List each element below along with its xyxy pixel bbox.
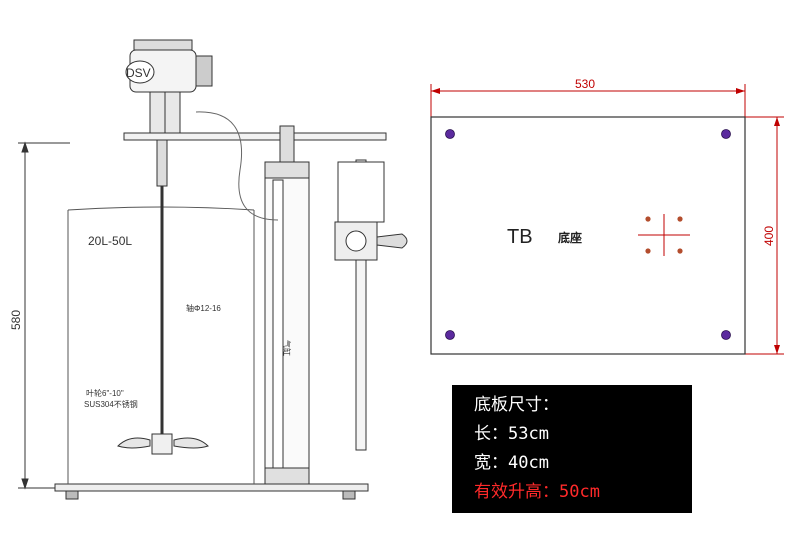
spec-box: 底板尺寸： 长：53cm 宽：40cm 有效升高：50cm	[452, 385, 692, 513]
base-plate-view: 530 400 TB 底座	[430, 77, 784, 355]
paddle-label: 叶轮6"-10"	[86, 388, 124, 398]
spec-title: 底板尺寸：	[474, 395, 559, 415]
height-label: 580	[9, 310, 23, 330]
air-cylinder	[264, 161, 310, 485]
corner-bolt-icon	[445, 129, 731, 340]
guide-rod	[355, 159, 367, 451]
motor-brand-label: DSV	[126, 66, 151, 80]
plate-tb-label: TB	[507, 226, 533, 248]
base-plate	[54, 483, 369, 492]
plate-outline	[430, 116, 746, 355]
control-valve	[334, 221, 408, 261]
air-hose	[195, 111, 279, 221]
shaft	[156, 139, 168, 187]
plate-height-label: 400	[762, 226, 776, 246]
tank-label: 20L-50L	[88, 234, 132, 248]
shaft-label: 轴Φ12-16	[186, 303, 221, 313]
spec-width: 宽：40cm	[474, 453, 549, 473]
top-bar	[123, 132, 387, 141]
impeller	[117, 433, 209, 455]
spec-lift: 有效升高：50cm	[474, 482, 600, 502]
plate-width-label: 530	[575, 77, 595, 91]
spec-length: 长：53cm	[474, 424, 549, 444]
center-crosshair-icon	[638, 214, 690, 256]
motor	[125, 39, 213, 134]
material-label: SUS304不锈钢	[84, 399, 138, 409]
plate-base-label: 底座	[558, 230, 582, 245]
cylinder-label: 气缸	[282, 340, 292, 356]
mixer-assembly	[18, 39, 408, 500]
